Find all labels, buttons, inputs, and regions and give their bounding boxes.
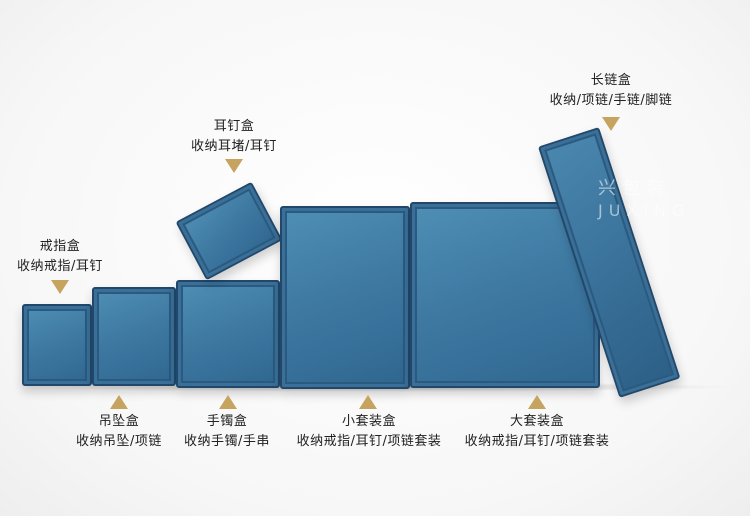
small-set-box [280, 206, 410, 389]
watermark-cn: 兴包装 [598, 178, 670, 199]
arrow-bracelet-icon [219, 395, 237, 409]
label-earring-title: 耳钉盒 [213, 119, 255, 134]
label-earring: 耳钉盒 收纳耳堵/耳钉 [174, 117, 294, 157]
label-ring: 戒指盒 收纳戒指/耳钉 [0, 237, 120, 277]
arrow-earring-icon [225, 159, 243, 173]
label-long-desc: 收纳/项链/手链/脚链 [549, 93, 673, 108]
label-ring-desc: 收纳戒指/耳钉 [17, 259, 103, 274]
label-pendant-desc: 收纳吊坠/项链 [76, 434, 162, 449]
label-bracelet-desc: 收纳手镯/手串 [184, 434, 270, 449]
arrow-long-icon [602, 117, 620, 131]
label-earring-desc: 收纳耳堵/耳钉 [191, 139, 277, 154]
arrow-pendant-icon [110, 395, 128, 409]
arrow-small-set-icon [359, 395, 377, 409]
label-ring-title: 戒指盒 [39, 239, 81, 254]
ring-box [22, 304, 92, 386]
label-pendant: 吊坠盒 收纳吊坠/项链 [64, 412, 174, 452]
watermark-en: JUXING [598, 201, 691, 220]
label-bracelet-title: 手镯盒 [206, 414, 248, 429]
label-large-set-title: 大套装盒 [509, 414, 564, 429]
label-small-set: 小套装盒 收纳戒指/耳钉/项链套装 [284, 412, 454, 452]
label-pendant-title: 吊坠盒 [98, 414, 140, 429]
label-bracelet: 手镯盒 收纳手镯/手串 [172, 412, 282, 452]
label-long-title: 长链盒 [590, 73, 632, 88]
label-small-set-desc: 收纳戒指/耳钉/项链套装 [296, 434, 442, 449]
label-small-set-title: 小套装盒 [341, 414, 396, 429]
arrow-ring-icon [51, 280, 69, 294]
label-large-set-desc: 收纳戒指/耳钉/项链套装 [464, 434, 610, 449]
pendant-box [92, 287, 176, 386]
watermark-text: 兴包装 JUXING [598, 174, 690, 221]
arrow-large-set-icon [528, 395, 546, 409]
label-long: 长链盒 收纳/项链/手链/脚链 [536, 71, 686, 111]
label-large-set: 大套装盒 收纳戒指/耳钉/项链套装 [452, 412, 622, 452]
bracelet-box [176, 280, 280, 388]
